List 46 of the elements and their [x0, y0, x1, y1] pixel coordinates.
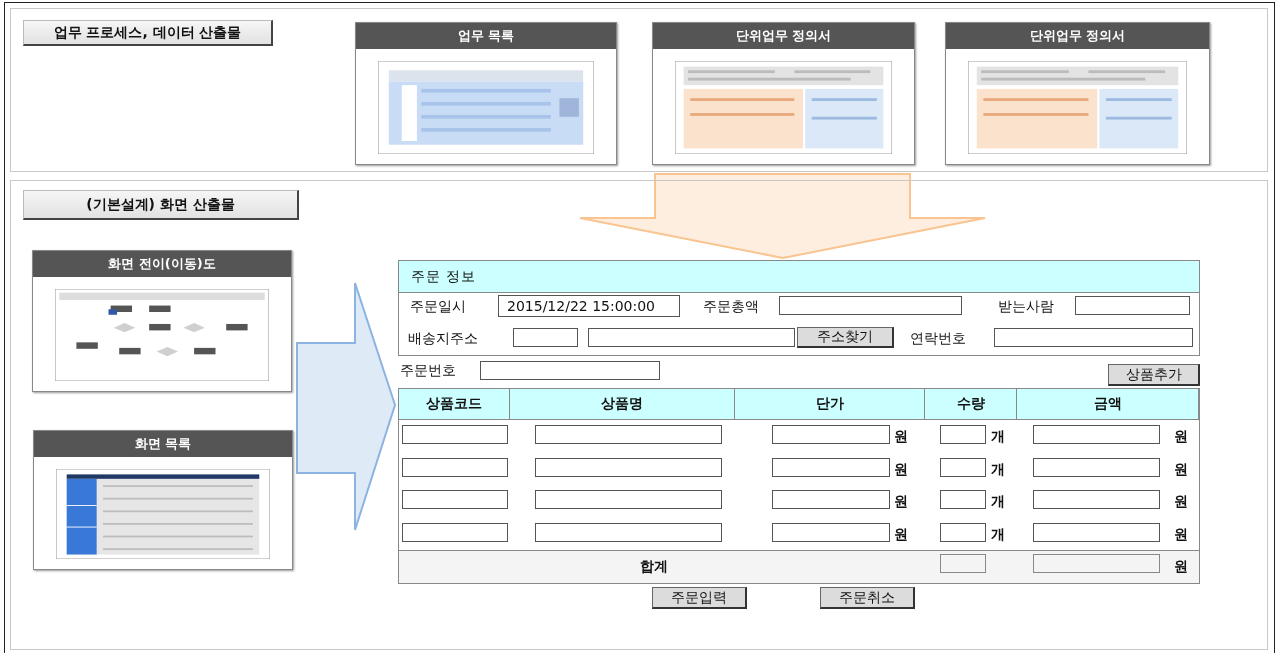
field-label: 연락번호: [910, 329, 966, 347]
section-tab: 업무 프로세스, 데이터 산출물: [23, 20, 273, 46]
section-tab: (기본설계) 화면 산출물: [23, 190, 299, 220]
document-card: [945, 22, 1210, 165]
unit-label: 원: [1174, 492, 1188, 510]
card-header: 화면 목록: [34, 431, 292, 457]
submit-button: 주문입력: [652, 587, 747, 609]
unit-label: 원: [1174, 525, 1188, 543]
total-label: 합계: [640, 557, 668, 575]
table-header: 수량: [925, 389, 1017, 420]
table-header: 상품코드: [399, 389, 510, 420]
card-header: 단위업무 정의서: [653, 23, 914, 49]
table-header: 금액: [1017, 389, 1199, 420]
table-header: 상품명: [510, 389, 735, 420]
block-arrow: [296, 282, 397, 531]
field-label: 받는사람: [998, 297, 1054, 315]
document-card: [652, 22, 915, 165]
unit-label: 원: [894, 492, 908, 510]
unit-label: 개: [991, 525, 1005, 543]
document-card: [33, 430, 293, 570]
unit-label: 원: [894, 427, 908, 445]
panel-header: 주문 정보: [399, 261, 1199, 293]
card-header: 업무 목록: [356, 23, 616, 49]
unit-label: 개: [991, 427, 1005, 445]
unit-label: 원: [1174, 557, 1188, 575]
field-label: 배송지주소: [408, 329, 478, 347]
field-label: 주문번호: [400, 361, 456, 379]
search-button: 주소찾기: [797, 327, 894, 348]
document-card: [32, 250, 292, 392]
date-field: 2015/12/22 15:00:00: [498, 295, 680, 317]
card-header: 단위업무 정의서: [946, 23, 1209, 49]
unit-label: 원: [894, 460, 908, 478]
unit-label: 개: [991, 492, 1005, 510]
unit-label: 원: [894, 525, 908, 543]
block-arrow: [579, 173, 986, 259]
unit-label: 개: [991, 460, 1005, 478]
add-button: 상품추가: [1108, 364, 1200, 386]
unit-label: 원: [1174, 427, 1188, 445]
table-header: 단가: [735, 389, 925, 420]
document-card: [355, 22, 617, 165]
card-header: 화면 전이(이동)도: [33, 251, 291, 277]
unit-label: 원: [1174, 460, 1188, 478]
field-label: 주문총액: [703, 297, 759, 315]
section-panel: [10, 8, 1268, 172]
cancel-button: 주문취소: [820, 587, 915, 609]
field-label: 주문일시: [410, 297, 466, 315]
